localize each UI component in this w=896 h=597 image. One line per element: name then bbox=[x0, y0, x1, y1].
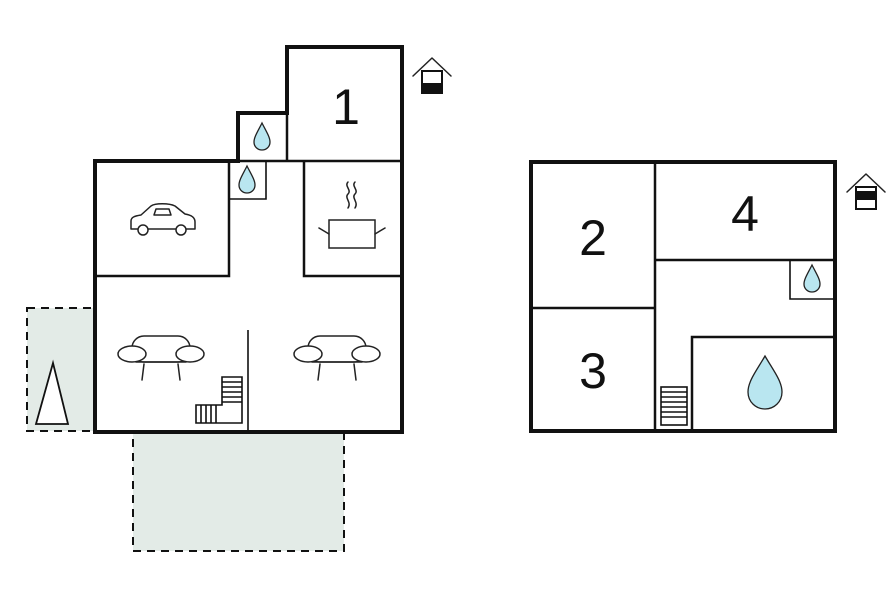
upper-floor-outer-wall bbox=[529, 160, 837, 433]
water-drop-icon bbox=[253, 121, 271, 151]
room-number-3: 3 bbox=[579, 343, 607, 399]
pool-drop-icon bbox=[747, 354, 783, 410]
wall-garage bbox=[95, 161, 231, 278]
tree-icon bbox=[34, 359, 70, 425]
front-terrace bbox=[132, 432, 345, 552]
room-number-4: 4 bbox=[731, 186, 759, 242]
stairs-icon bbox=[660, 386, 688, 426]
wall-small-wc bbox=[229, 161, 267, 200]
sofa-icon bbox=[117, 335, 205, 381]
car-icon bbox=[130, 203, 196, 236]
wall-small-bath bbox=[789, 260, 835, 300]
house-entrance-icon bbox=[412, 57, 452, 94]
house-entrance-icon bbox=[846, 173, 886, 210]
wall-kitchen bbox=[302, 161, 402, 278]
ground-floor: 1 bbox=[26, 45, 452, 552]
wall-large-bath bbox=[690, 335, 835, 431]
stairs-icon bbox=[195, 376, 243, 424]
ground-floor-outer-wall bbox=[93, 45, 404, 434]
sofa-icon bbox=[293, 335, 381, 381]
water-drop-icon bbox=[803, 263, 821, 293]
cooking-pot-icon bbox=[318, 181, 386, 249]
upper-floor: 2 4 3 bbox=[529, 160, 886, 433]
water-drop-icon bbox=[238, 164, 256, 194]
room-number-2: 2 bbox=[579, 210, 607, 266]
room-number-1: 1 bbox=[332, 79, 360, 135]
